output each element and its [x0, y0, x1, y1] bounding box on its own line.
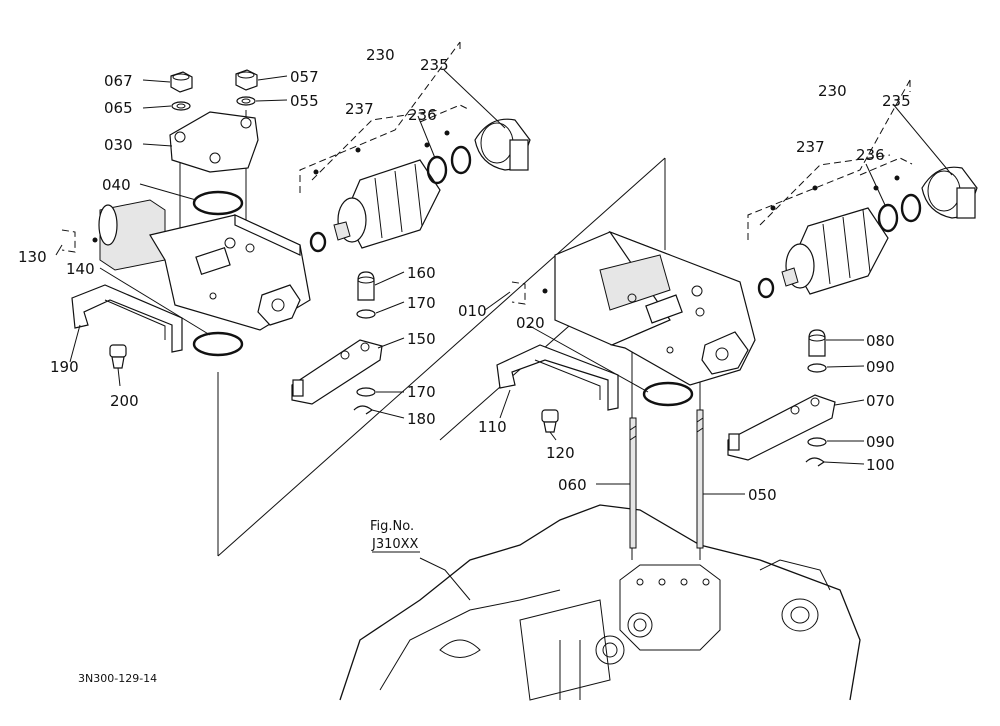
label-040: 040 [102, 176, 131, 194]
label-110: 110 [478, 418, 507, 436]
label-230-right: 230 [818, 82, 847, 100]
label-120: 120 [546, 444, 575, 462]
label-090-upper: 090 [866, 358, 895, 376]
label-070: 070 [866, 392, 895, 410]
fig-ref-line1: Fig.No. [370, 519, 414, 534]
label-150: 150 [407, 330, 436, 348]
label-236-left: 236 [408, 106, 437, 124]
stud-bolts [629, 409, 704, 549]
label-050: 050 [748, 486, 777, 504]
label-190: 190 [50, 358, 79, 376]
label-130: 130 [18, 248, 47, 266]
left-dashed-brackets [61, 41, 471, 253]
label-055: 055 [290, 92, 319, 110]
drawing-code: 3N300-129-14 [78, 672, 157, 685]
label-067: 067 [104, 72, 133, 90]
label-230-left: 230 [366, 46, 395, 64]
label-080: 080 [866, 332, 895, 350]
left-valve-assembly [71, 69, 311, 369]
hydraulic-housing [339, 504, 861, 701]
label-057: 057 [290, 68, 319, 86]
leader-lines [55, 69, 953, 601]
left-solenoid-assembly [309, 118, 531, 253]
label-010: 010 [458, 302, 487, 320]
left-lever-assembly [291, 271, 383, 415]
label-237-right: 237 [796, 138, 825, 156]
label-065: 065 [104, 99, 133, 117]
label-020: 020 [516, 314, 545, 332]
indicator-dots [92, 130, 900, 294]
right-dashed-brackets [511, 79, 913, 305]
label-236-right: 236 [856, 146, 885, 164]
label-200: 200 [110, 392, 139, 410]
right-solenoid-assembly [757, 166, 978, 299]
fig-ref-line2: J310XX [371, 537, 419, 552]
figure-reference: Fig.No. J310XX [370, 519, 419, 552]
label-140: 140 [66, 260, 95, 278]
label-170-upper: 170 [407, 294, 436, 312]
label-235-left: 235 [420, 56, 449, 74]
label-235-right: 235 [882, 92, 911, 110]
part-number-labels: 067 065 030 040 130 140 190 200 057 055 … [18, 46, 911, 504]
label-100: 100 [866, 456, 895, 474]
label-030: 030 [104, 136, 133, 154]
label-090-lower: 090 [866, 433, 895, 451]
label-060: 060 [558, 476, 587, 494]
label-237-left: 237 [345, 100, 374, 118]
label-160: 160 [407, 264, 436, 282]
label-180: 180 [407, 410, 436, 428]
label-170-lower: 170 [407, 383, 436, 401]
right-valve-assembly [496, 230, 756, 433]
right-lever-assembly [727, 329, 836, 467]
